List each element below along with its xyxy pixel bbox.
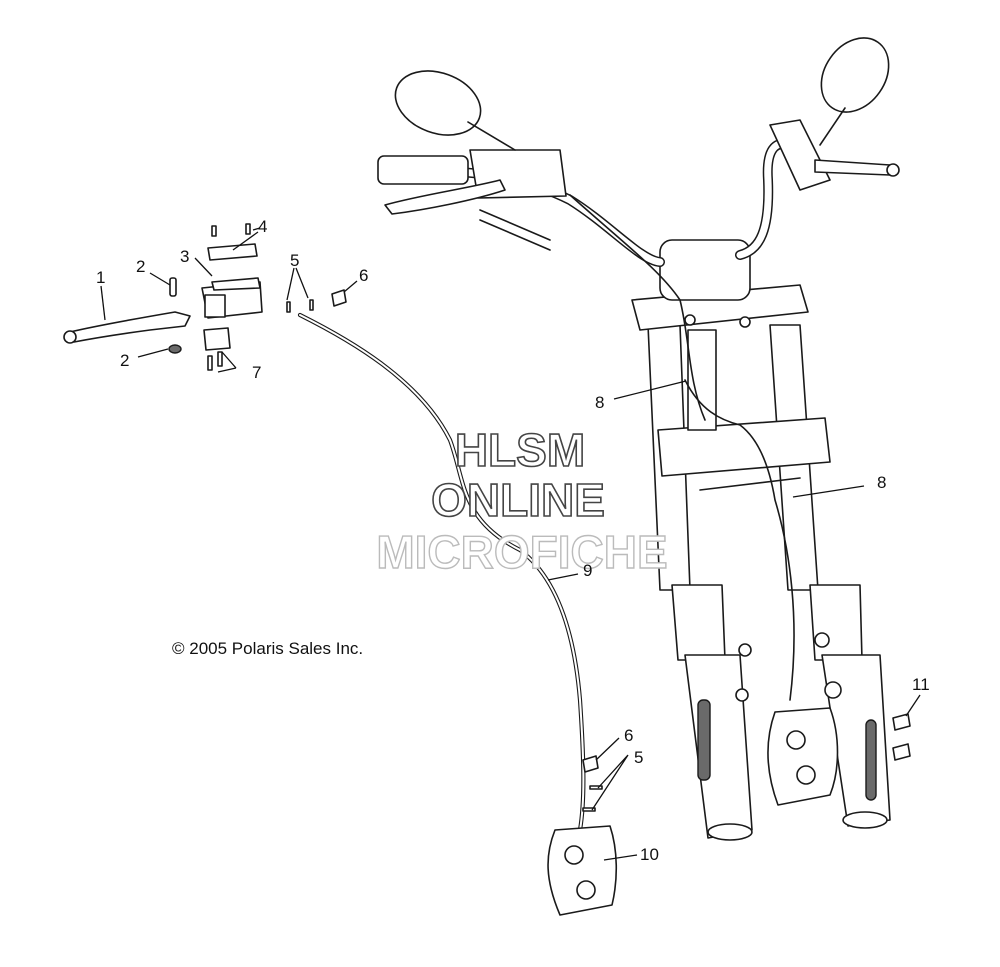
callout-2-washer: 2 (120, 351, 129, 370)
callout-7: 7 (252, 363, 261, 382)
callout-labels: 1 2 2 3 4 5 6 7 8 8 9 6 5 10 11 (96, 217, 930, 864)
watermark-line-2: ONLINE (431, 474, 605, 526)
callout-6-upper: 6 (359, 266, 368, 285)
brake-hose (297, 312, 603, 833)
brake-calipers (547, 707, 911, 916)
copyright-text: © 2005 Polaris Sales Inc. (172, 639, 363, 658)
callout-9: 9 (583, 561, 592, 580)
callout-4: 4 (258, 217, 267, 236)
callout-1: 1 (96, 268, 105, 287)
handlebar-assembly (377, 37, 900, 701)
callout-6-lower: 6 (624, 726, 633, 745)
callout-5-lower: 5 (634, 748, 643, 767)
front-fork-assembly (631, 239, 891, 841)
callout-5-upper: 5 (290, 251, 299, 270)
callout-2-pin: 2 (136, 257, 145, 276)
callout-11: 11 (912, 675, 930, 694)
callout-10: 10 (640, 845, 659, 864)
watermark-line-3: MICROFICHE (376, 526, 667, 578)
callout-8-lower: 8 (877, 473, 886, 492)
callout-3: 3 (180, 247, 189, 266)
watermark-line-1: HLSM (455, 424, 585, 476)
watermark: HLSM ONLINE MICROFICHE (376, 423, 669, 579)
callout-leaders (100, 227, 921, 861)
callout-8-upper: 8 (595, 393, 604, 412)
master-cylinder-parts (63, 223, 347, 371)
